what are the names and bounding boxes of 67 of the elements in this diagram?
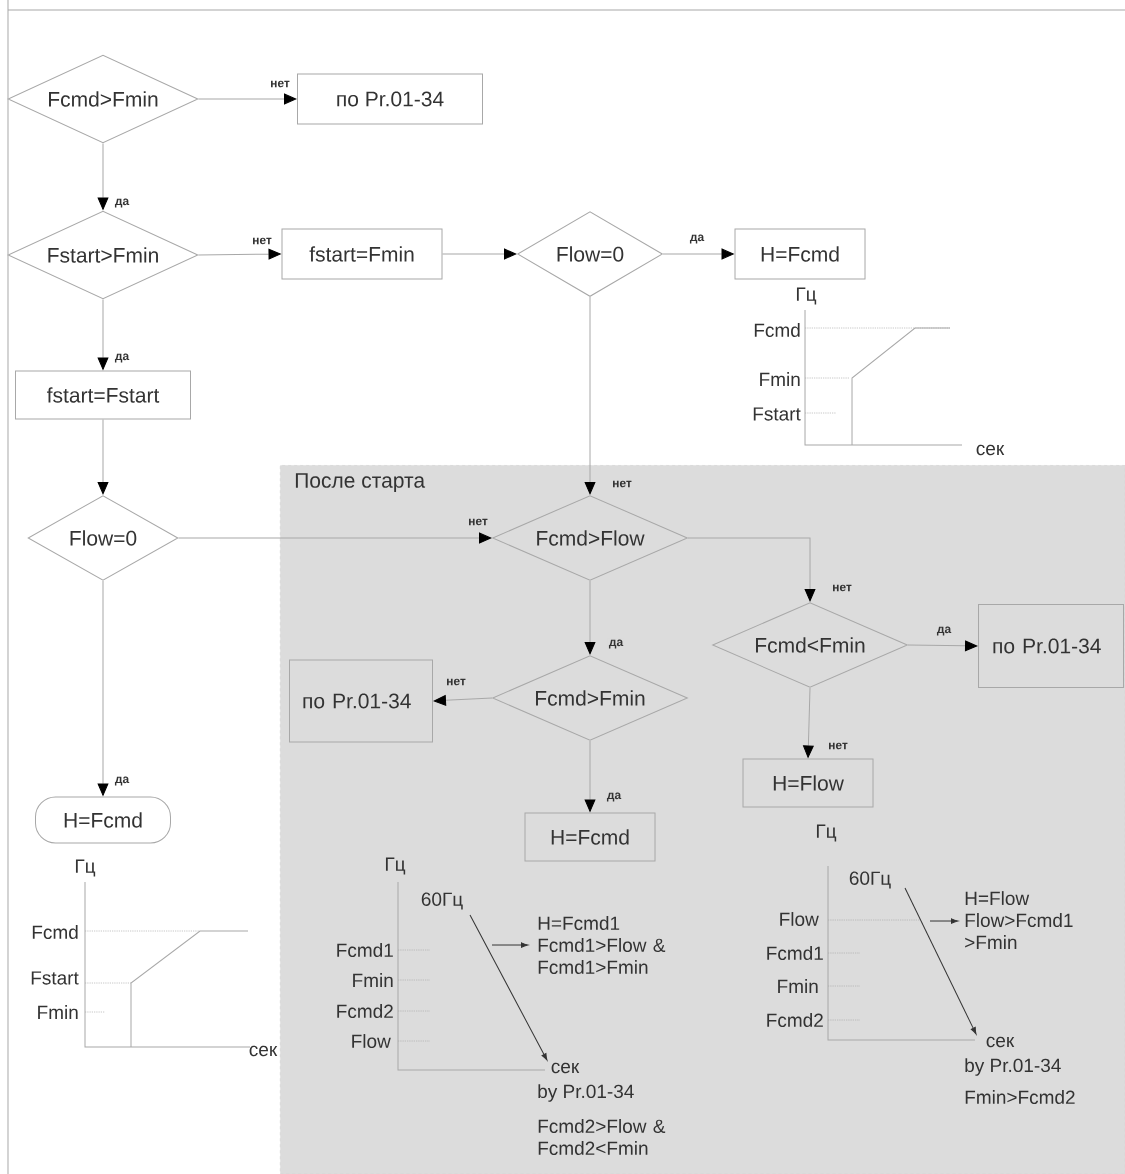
- axis-label: Fmin: [38, 1005, 78, 1019]
- axis-label: Fcmd1: [767, 946, 823, 960]
- arrow: [97, 419, 109, 495]
- arrow: [442, 248, 517, 260]
- process-box: по Pr.01-34: [978, 604, 1124, 688]
- axis-label: 60Гц: [849, 871, 891, 889]
- process-box: fstart=Fmin: [281, 228, 443, 280]
- arrow: [178, 532, 492, 544]
- arrow: [433, 695, 493, 706]
- arrow: [803, 687, 814, 758]
- process-box: по Pr.01-34: [297, 73, 483, 125]
- axis-label: Fmin: [353, 973, 393, 987]
- axis-label: 60Гц: [421, 892, 463, 910]
- axis-label: сек: [986, 1036, 1015, 1048]
- graph-note: H=Flow Flow>Fcmd1 >Fmin: [965, 891, 1073, 949]
- axis-label: Fcmd: [754, 323, 800, 337]
- axis-label: Flow: [352, 1034, 391, 1048]
- axis-label: Fstart: [753, 407, 801, 421]
- edge-label: да: [113, 775, 131, 787]
- arrow: [584, 296, 596, 495]
- axis-label: сек: [976, 444, 1005, 456]
- axis-label: Fcmd1: [337, 943, 393, 957]
- arrow: [97, 580, 109, 796]
- edge-label: нет: [611, 479, 633, 489]
- process-box: H=Flow: [742, 758, 874, 808]
- edge-label: нет: [467, 517, 489, 527]
- region-heading: После старта: [295, 473, 426, 492]
- arrow: [97, 299, 109, 370]
- arrow: [198, 248, 281, 260]
- axis-label: сек: [249, 1045, 278, 1057]
- edge-label: нет: [269, 79, 291, 89]
- graph-note: by Pr.01-34: [538, 1084, 634, 1102]
- edge-label: да: [607, 638, 625, 650]
- arrow: [198, 93, 297, 105]
- edge-label: нет: [445, 677, 467, 687]
- edge-label: да: [605, 791, 623, 803]
- edge-label: нет: [251, 236, 273, 246]
- process-box: по Pr.01-34: [289, 659, 433, 743]
- arrow: [97, 143, 109, 210]
- edge-label: да: [688, 233, 706, 245]
- process-box: H=Fcmd: [524, 812, 656, 862]
- axis-label: Fstart: [31, 971, 79, 985]
- arrow: [687, 537, 816, 602]
- process-box: fstart=Fstart: [15, 370, 191, 420]
- edge-label: нет: [827, 741, 849, 751]
- edge-label: нет: [831, 583, 853, 593]
- axis-label: Fmin: [760, 372, 800, 386]
- arrow: [907, 640, 978, 652]
- axis-label: Flow: [780, 912, 819, 926]
- arrow: [584, 580, 596, 655]
- edge-label: да: [935, 625, 953, 637]
- axis-label: сек: [551, 1062, 580, 1074]
- terminal-box: H=Fcmd: [35, 796, 171, 844]
- axis-label: Fcmd2: [337, 1004, 393, 1018]
- edge-label: да: [113, 197, 131, 209]
- axis-label: Fmin: [778, 979, 818, 993]
- arrow: [662, 248, 734, 260]
- graph-note: by Pr.01-34: [965, 1058, 1061, 1076]
- axis-label: Fcmd2: [767, 1013, 823, 1027]
- process-box: H=Fcmd: [734, 228, 866, 280]
- axis-label: Fcmd: [32, 925, 78, 939]
- graph-note: Fcmd2>Flow & Fcmd2<Fmin: [538, 1119, 666, 1155]
- edge-label: да: [113, 352, 131, 364]
- arrow: [584, 740, 596, 812]
- graph-note: Fmin>Fcmd2: [965, 1090, 1075, 1104]
- graph-note: H=Fcmd1 Fcmd1>Flow & Fcmd1>Fmin: [538, 916, 666, 974]
- axis-label: Гц: [385, 857, 406, 875]
